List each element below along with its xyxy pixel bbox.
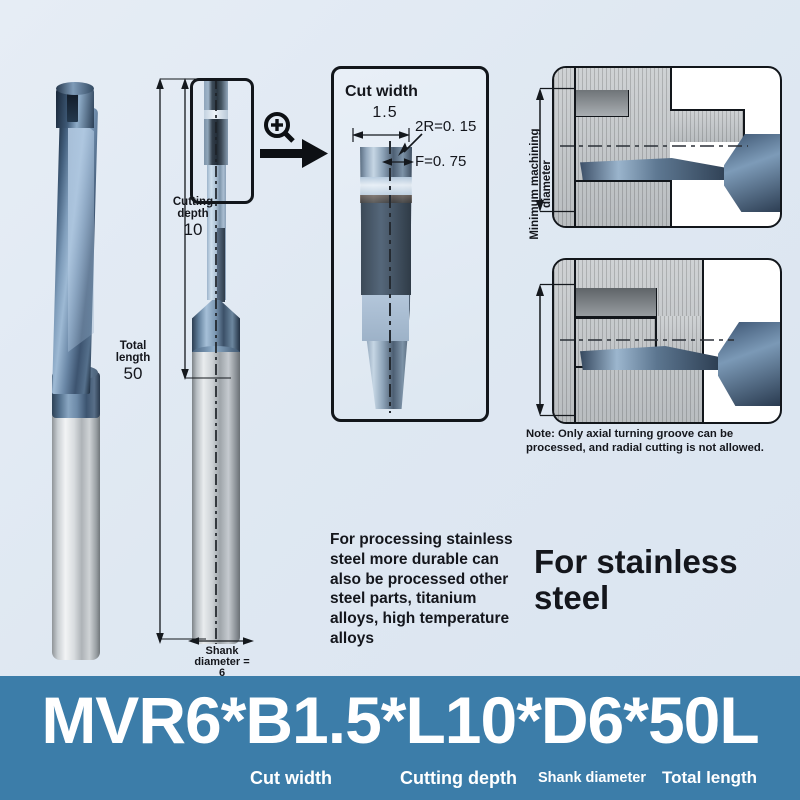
magnify-plus-icon: [264, 112, 295, 143]
detail-blade-dark-zone: [361, 203, 411, 295]
cutting-tool-holder-2: [718, 322, 780, 406]
groove-lower-edge-1: [574, 180, 670, 182]
front-dimension-label: F=0. 75: [415, 153, 467, 170]
tool-shank-3d: [52, 402, 100, 660]
cut-width-dimension-arrow: [352, 128, 410, 142]
workpiece-inner-edge-1: [670, 68, 672, 110]
detail-panel-title: Cut width: [345, 83, 418, 100]
tool-tip-top-3d: [56, 82, 94, 95]
total-length-label-line1: Total: [119, 340, 147, 352]
bore-wall-1: [743, 109, 745, 143]
shank-diameter-value: 6: [218, 667, 226, 679]
tool-tip-slot-3d: [67, 88, 78, 122]
marketing-headline-line1: For stainless: [534, 543, 738, 580]
centerline-1: [560, 145, 748, 147]
cutting-tool-blade-1: [580, 158, 728, 180]
cut-width-detail-panel: [331, 66, 489, 422]
shank-diameter-dimension: [188, 637, 254, 645]
machining-illustration-radial: [552, 258, 782, 424]
detail-blade-lower-zone: [362, 295, 409, 341]
detail-blade-highlight-band: [360, 177, 412, 195]
bore-wall-2: [655, 316, 657, 368]
machining-note: Note: Only axial turning groove can be p…: [526, 428, 764, 454]
bore-edge-1: [670, 109, 744, 111]
tool-orthographic-illustration: [186, 78, 246, 644]
total-length-value: 50: [123, 364, 143, 383]
zoom-indicator: [258, 108, 330, 172]
cutting-depth-label-line1: Cutting: [172, 196, 214, 208]
tool-centerline: [215, 78, 217, 644]
workpiece-inner-edge-lower-1: [670, 180, 672, 226]
arrow-right-icon: [260, 139, 328, 168]
banner-caption-cutting-depth: Cutting depth: [400, 768, 517, 788]
min-machining-diameter-label: Minimum machining diameter: [528, 128, 553, 240]
total-length-label-line2: length: [115, 352, 151, 364]
tool-flute-facet-3d: [68, 112, 94, 352]
min-diameter-dimension: [536, 88, 544, 212]
workpiece-groove-2: [576, 288, 657, 319]
product-code-banner: MVR6*B1.5*L10*D6*50L Cut width Cutting d…: [0, 676, 800, 800]
detail-callout-frame: [190, 78, 254, 204]
min-diameter-ext-top: [540, 87, 576, 90]
machining-illustration-axial: [552, 66, 782, 228]
min-diameter-ext-bottom: [540, 210, 576, 213]
cutting-depth-label-line2: depth: [177, 208, 209, 220]
detail-blade-copper-band: [360, 195, 412, 203]
cut-width-value: 1.5: [372, 104, 398, 121]
marketing-description: For processing stainless steel more dura…: [330, 531, 513, 648]
workpiece-back-face-2: [702, 260, 704, 422]
workpiece-groove-1: [576, 90, 629, 117]
marketing-headline-line2: steel: [534, 579, 610, 616]
banner-caption-total-length: Total length: [662, 768, 758, 787]
cutting-depth-extension-bottom: [185, 377, 231, 379]
workpiece-bore-step-1: [670, 110, 744, 142]
front-dimension-arrow: [382, 158, 414, 166]
banner-caption-cut-width: Cut width: [250, 768, 332, 788]
min-diameter-ext-bottom-2: [540, 414, 576, 417]
corner-radius-label: 2R=0. 15: [415, 118, 477, 135]
corner-radius-leader: [398, 133, 423, 156]
centerline-2: [560, 339, 734, 341]
workpiece-face-2: [574, 260, 576, 422]
min-diameter-ext-top-2: [540, 283, 576, 286]
shank-diameter-label-line1: Shank: [205, 645, 239, 657]
groove-upper-edge-2: [576, 316, 656, 318]
workpiece-face-1: [574, 68, 576, 226]
total-length-dimension: [156, 78, 164, 644]
detail-centerline: [389, 141, 391, 413]
total-length-extension-top: [160, 78, 206, 80]
cutting-depth-value: 10: [183, 220, 203, 239]
banner-caption-shank-diameter: Shank diameter: [538, 770, 646, 786]
min-diameter-dimension-2: [536, 284, 544, 416]
shank-diameter-label-line2: diameter =: [194, 656, 250, 668]
tool-neck-shadow: [217, 228, 225, 302]
cutting-depth-dimension: [181, 78, 189, 380]
tool-isometric-illustration: [44, 72, 106, 660]
product-code: MVR6*B1.5*L10*D6*50L: [41, 683, 759, 757]
